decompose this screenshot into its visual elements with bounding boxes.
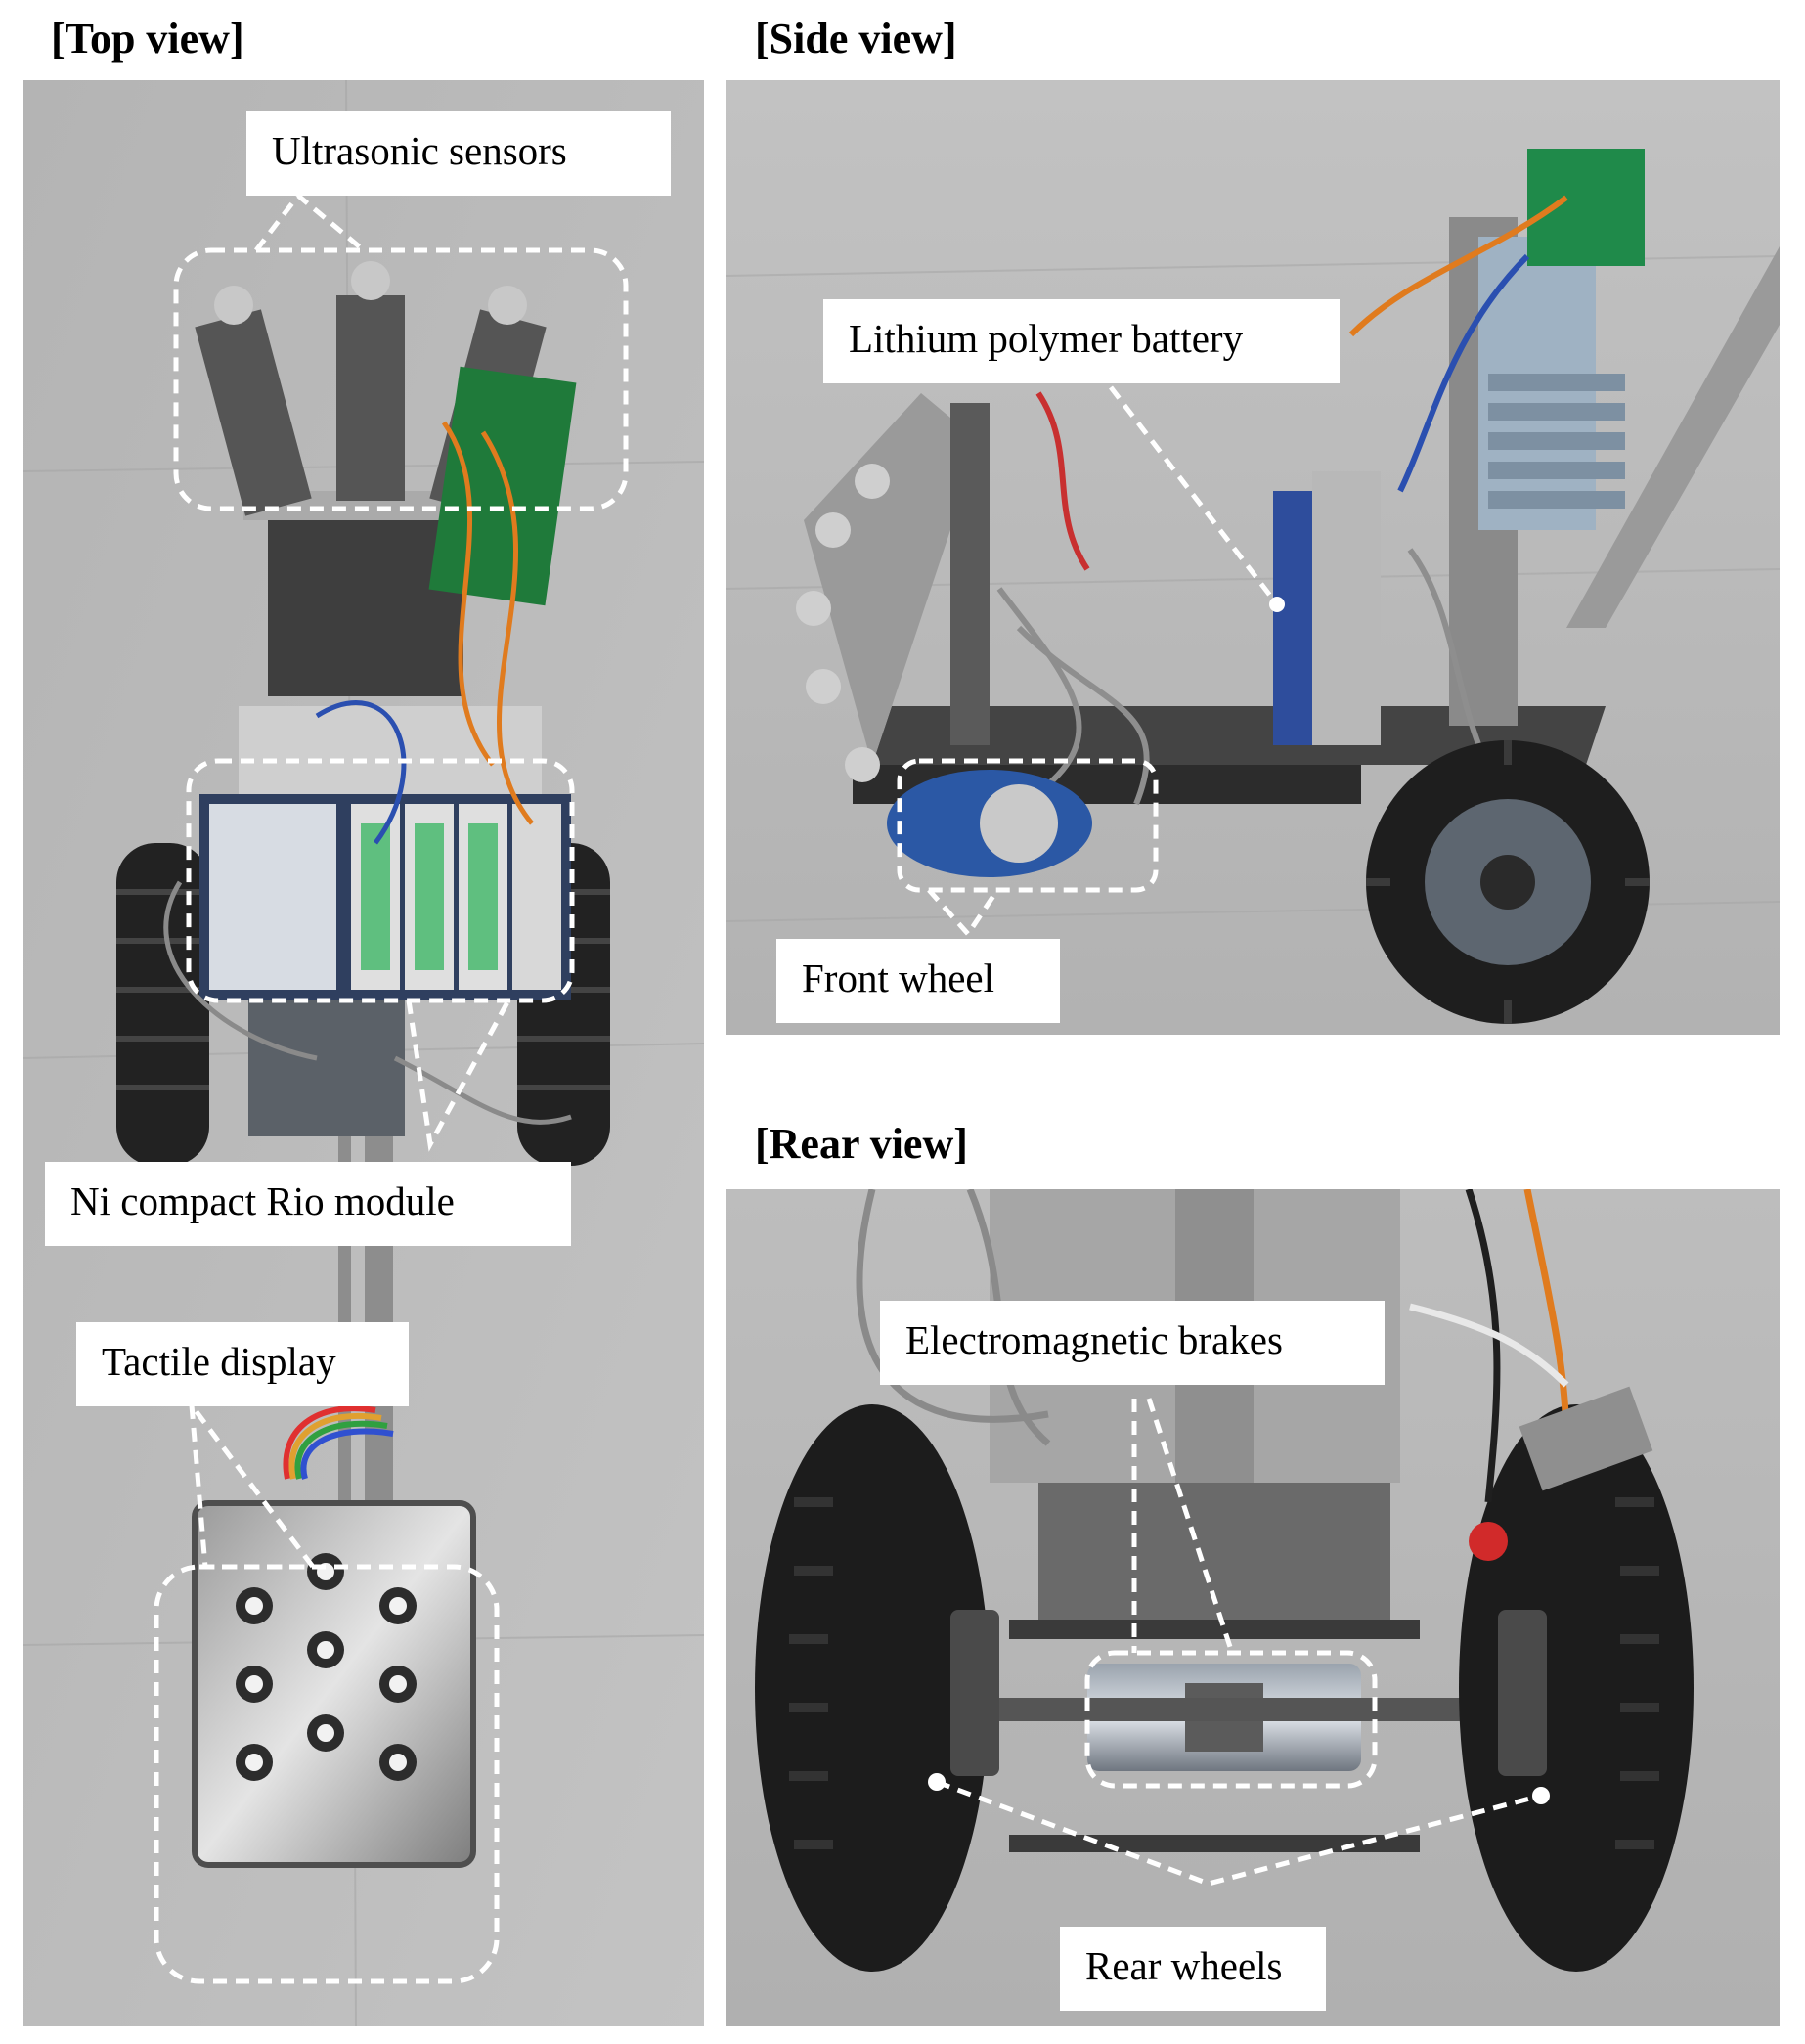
top-view-photo xyxy=(23,80,704,2026)
top-view-heading: [Top view] xyxy=(51,15,244,63)
side-view-heading: [Side view] xyxy=(755,15,957,63)
label-ni-compact-rio-module: Ni compact Rio module xyxy=(45,1162,571,1246)
label-tactile-display: Tactile display xyxy=(76,1322,409,1406)
rear-view-heading: [Rear view] xyxy=(755,1120,968,1168)
label-front-wheel: Front wheel xyxy=(776,939,1060,1023)
label-rear-wheels: Rear wheels xyxy=(1060,1927,1326,2011)
label-ultrasonic-sensors: Ultrasonic sensors xyxy=(246,111,671,196)
label-lithium-polymer-battery: Lithium polymer battery xyxy=(823,299,1340,383)
side-view-photo xyxy=(726,80,1780,1035)
label-electromagnetic-brakes: Electromagnetic brakes xyxy=(880,1301,1385,1385)
